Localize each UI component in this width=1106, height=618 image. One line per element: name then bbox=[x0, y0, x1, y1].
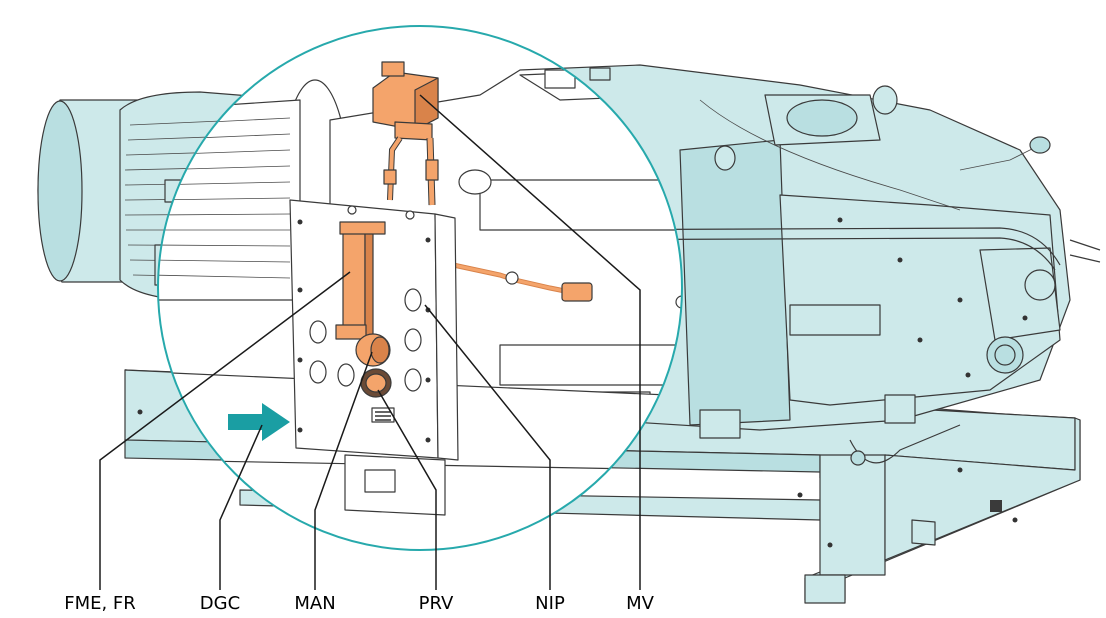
highlight-circle bbox=[157, 25, 683, 551]
accessory-components bbox=[335, 61, 439, 398]
leader-line-fme bbox=[99, 271, 351, 590]
flow-arrow-icon bbox=[228, 403, 290, 441]
leader-lines bbox=[99, 94, 641, 590]
leader-line-dgc bbox=[219, 424, 263, 590]
label-dgc: DGC bbox=[200, 593, 240, 613]
label-fme-fr: FME, FR bbox=[64, 593, 136, 613]
label-mv: MV bbox=[626, 593, 655, 613]
leader-line-man bbox=[314, 351, 373, 590]
leader-line-nip bbox=[424, 304, 551, 590]
labels: FME, FR DGC MAN PRV NIP MV bbox=[64, 593, 655, 614]
label-man: MAN bbox=[294, 593, 335, 613]
leader-line-prv bbox=[377, 389, 437, 590]
label-prv: PRV bbox=[419, 593, 454, 613]
leader-line-mv bbox=[419, 94, 641, 590]
label-nip: NIP bbox=[535, 593, 565, 613]
